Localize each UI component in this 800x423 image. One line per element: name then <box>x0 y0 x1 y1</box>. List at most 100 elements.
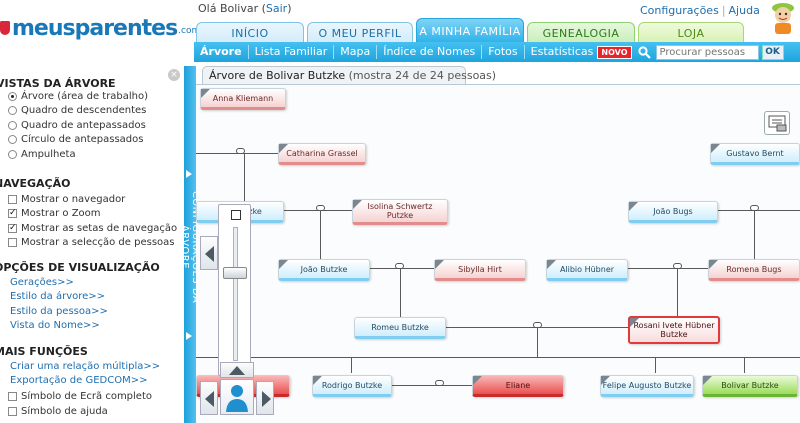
logo[interactable]: meusparentes .com.pt <box>0 14 212 42</box>
tree-canvas[interactable]: Anna Kliemann Catharina Grassel Gustavo … <box>196 84 800 423</box>
views-section-title: VISTAS DA ÁRVORE <box>0 77 116 90</box>
radio-icon[interactable] <box>8 150 17 159</box>
gender-corner-icon <box>313 376 322 385</box>
person-card[interactable]: Romeu Butzke <box>354 317 446 339</box>
person-card[interactable]: Anna Kliemann <box>200 88 286 110</box>
nav-left-button-bottom[interactable] <box>200 381 218 415</box>
logout-link[interactable]: Sair <box>265 2 288 15</box>
checkbox-icon[interactable] <box>8 238 17 247</box>
gender-corner-icon <box>473 376 482 385</box>
radio-icon[interactable] <box>8 92 17 101</box>
tab-loja[interactable]: LOJA <box>638 22 744 43</box>
view-option-descendentes[interactable]: Quadro de descendentes <box>8 105 146 116</box>
person-card[interactable]: Sibylla Hirt <box>434 259 526 281</box>
nav-up-button[interactable] <box>220 362 254 378</box>
connector-line <box>677 268 678 327</box>
person-name: Anna Kliemann <box>212 93 274 103</box>
zoom-slider[interactable] <box>218 204 251 376</box>
tab-a-minha-familia[interactable]: A MINHA FAMÍLIA <box>416 18 524 43</box>
link-estilo-pessoa[interactable]: Estilo da pessoa>> <box>10 306 108 317</box>
connector-line <box>744 357 745 373</box>
search-input[interactable] <box>655 44 759 60</box>
subnav-lista-familiar[interactable]: Lista Familiar <box>249 45 335 59</box>
person-card[interactable]: João Bugs <box>628 201 718 223</box>
checkbox-icon[interactable] <box>8 407 17 416</box>
zoom-handle[interactable] <box>223 267 247 279</box>
radio-icon[interactable] <box>8 106 17 115</box>
connector-line <box>320 210 321 268</box>
subnav-fotos[interactable]: Fotos <box>482 45 525 59</box>
connector-line <box>434 327 628 328</box>
person-card[interactable]: Rodrigo Butzke <box>312 375 392 397</box>
person-card[interactable]: Eliane <box>472 375 564 397</box>
search-ok-button[interactable]: OK <box>761 44 784 60</box>
person-card[interactable]: Gustavo Bernt <box>710 143 800 165</box>
tab-genealogia[interactable]: GENEALOGIA <box>527 22 635 43</box>
person-name: Romeu Butzke <box>371 322 429 332</box>
zoom-track[interactable] <box>233 227 238 361</box>
view-option-circulo[interactable]: Círculo de antepassados <box>8 134 143 145</box>
close-panel-icon[interactable]: × <box>168 69 180 81</box>
nav-option-navegador[interactable]: Mostrar o navegador <box>8 194 125 205</box>
nav-option-zoom[interactable]: ✓ Mostrar o Zoom <box>8 208 101 219</box>
person-card[interactable]: Romena Bugs <box>708 259 800 281</box>
link-estilo-arvore[interactable]: Estilo da árvore>> <box>10 291 106 302</box>
option-ecra-completo[interactable]: Símbolo de Ecrã completo <box>8 391 152 402</box>
checkbox-icon[interactable] <box>8 392 17 401</box>
radio-icon[interactable] <box>8 121 17 130</box>
connector-line <box>400 268 401 327</box>
print-icon[interactable] <box>764 111 790 135</box>
radio-icon[interactable] <box>8 135 17 144</box>
center-on-person-button[interactable] <box>220 379 254 415</box>
zoom-in-icon[interactable] <box>231 210 241 220</box>
person-card[interactable]: Alibio Hübner <box>546 259 628 281</box>
subnav-indice-de-nomes[interactable]: Índice de Nomes <box>377 45 483 59</box>
subnav-mapa[interactable]: Mapa <box>334 45 378 59</box>
person-name: Bolivar Butzke <box>721 380 779 390</box>
greeting: Olá Bolivar (Sair) <box>198 2 292 15</box>
gender-corner-icon <box>547 260 556 269</box>
search-icon[interactable] <box>636 44 654 60</box>
checkbox-checked-icon[interactable]: ✓ <box>8 208 17 218</box>
gender-corner-icon <box>629 202 638 211</box>
person-name: Felipe Augusto Butzke <box>602 380 692 390</box>
option-label: Árvore (área de trabalho) <box>21 91 149 102</box>
tab-o-meu-perfil[interactable]: O MEU PERFIL <box>307 22 413 43</box>
option-label: Mostrar o Zoom <box>21 208 101 219</box>
subnav-estatisticas[interactable]: Estatísticas <box>530 45 594 58</box>
greeting-text: Olá Bolivar ( <box>198 2 266 15</box>
nav-right-button[interactable] <box>256 381 274 415</box>
display-options-title: OPÇÕES DE VISUALIZAÇÃO <box>0 261 160 274</box>
help-link[interactable]: Ajuda <box>728 4 760 17</box>
checkbox-checked-icon[interactable]: ✓ <box>8 223 17 233</box>
person-card[interactable]: Bolivar Butzke <box>702 375 798 397</box>
link-vista-nome[interactable]: Vista do Nome>> <box>10 320 100 331</box>
person-name: Isolina Schwertz <box>367 202 433 211</box>
nav-left-button[interactable] <box>200 236 218 270</box>
option-label: Ampulheta <box>21 149 76 160</box>
nav-option-setas[interactable]: ✓Mostrar as setas de navegação <box>8 223 177 234</box>
option-simbolo-ajuda[interactable]: Símbolo de ajuda <box>8 406 108 417</box>
view-option-antepassados[interactable]: Quadro de antepassados <box>8 120 146 131</box>
arrow-up-icon <box>229 366 245 375</box>
checkbox-icon[interactable] <box>8 195 17 204</box>
link-geracoes[interactable]: Gerações>> <box>10 277 74 288</box>
tree-settings-collapse-tab[interactable]: CONFIGURAÇÕES DA ÁRVORE <box>179 66 201 423</box>
person-surname: Putzke <box>386 211 414 220</box>
tree-title-tab[interactable]: Árvore de Bolivar Butzke (mostra 24 de 2… <box>202 66 496 84</box>
link-exportacao-gedcom[interactable]: Exportação de GEDCOM>> <box>10 375 148 386</box>
person-card[interactable]: Felipe Augusto Butzke <box>600 375 694 397</box>
gender-corner-icon <box>709 260 718 269</box>
person-card[interactable]: João Butzke <box>278 259 370 281</box>
view-option-ampulheta[interactable]: Ampulheta <box>8 149 76 160</box>
logo-suffix: .com.pt <box>178 26 212 36</box>
subnav-arvore[interactable]: Árvore <box>194 45 249 59</box>
tab-inicio[interactable]: INÍCIO <box>196 22 304 43</box>
settings-link[interactable]: Configurações <box>640 4 719 17</box>
person-card[interactable]: Catharina Grassel <box>278 143 366 165</box>
link-relacao-multipla[interactable]: Criar uma relação múltipla>> <box>10 361 161 372</box>
view-option-arvore[interactable]: Árvore (área de trabalho) <box>8 91 148 102</box>
nav-option-seleccao[interactable]: Mostrar a selecção de pessoas <box>8 237 174 248</box>
